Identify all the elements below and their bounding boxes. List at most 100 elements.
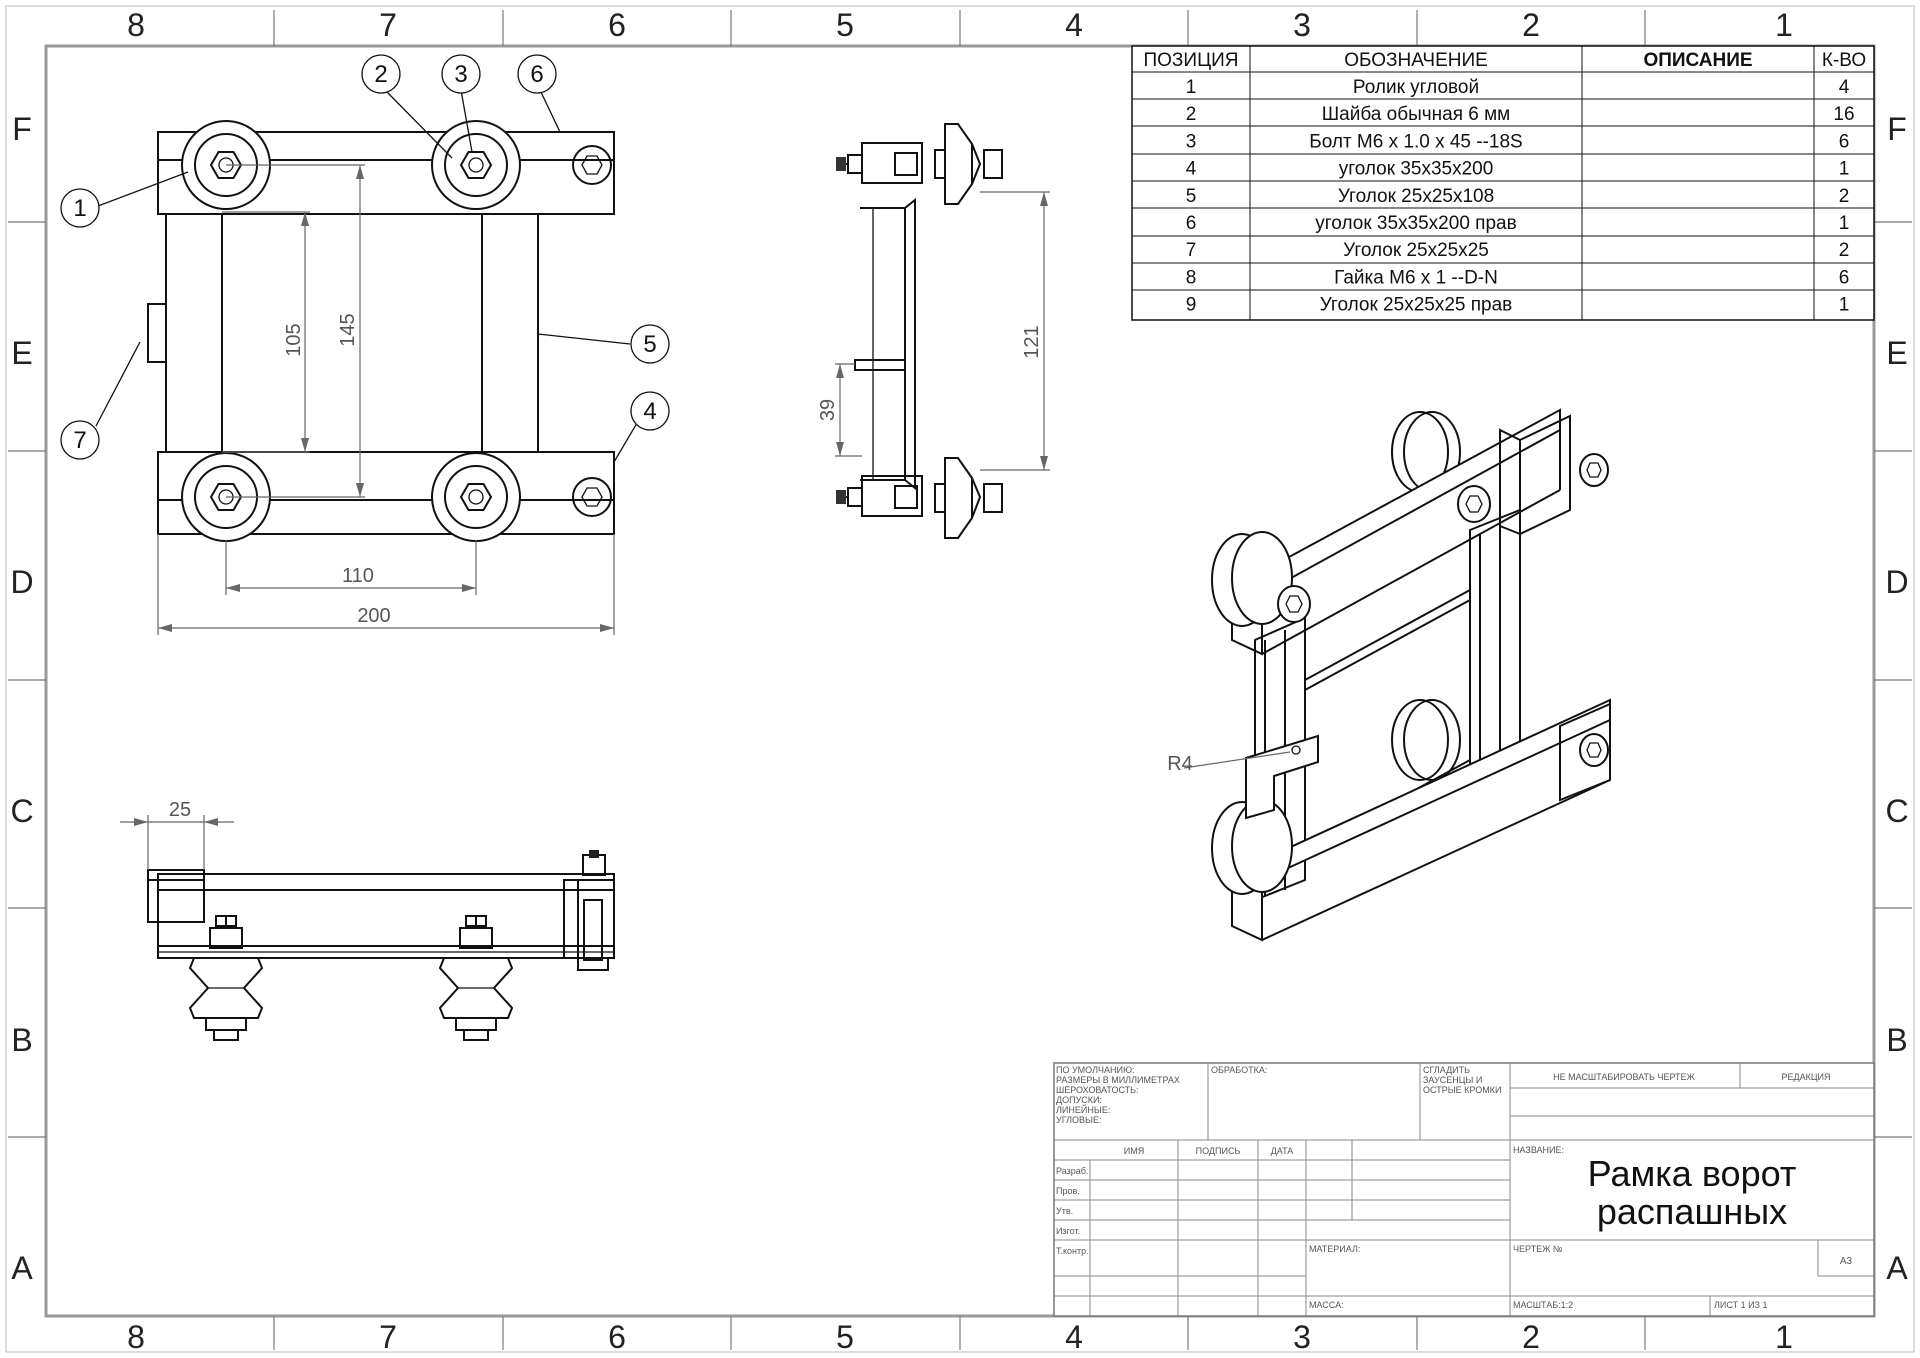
- svg-text:ШЕРОХОВАТОСТЬ:: ШЕРОХОВАТОСТЬ:: [1056, 1085, 1139, 1095]
- svg-text:4: 4: [643, 398, 656, 425]
- bom-header: ОПИСАНИЕ: [1643, 50, 1752, 71]
- iso-bolt: [1277, 585, 1311, 623]
- bolt: [572, 145, 612, 185]
- balloon-6: 6: [517, 54, 557, 94]
- zone-col-label: 4: [1065, 7, 1083, 43]
- bom-cell: 4: [1186, 159, 1197, 180]
- bom-cell: Шайба обычная 6 мм: [1322, 104, 1511, 125]
- svg-text:3: 3: [454, 61, 467, 88]
- bom-cell: 2: [1839, 240, 1850, 261]
- revision-label: РЕДАКЦИЯ: [1782, 1072, 1831, 1082]
- balloon-4: 4: [630, 391, 670, 431]
- bom-cell: 1: [1839, 295, 1850, 316]
- dim-r4: R4: [1167, 753, 1193, 775]
- zone-row-label: A: [1886, 1250, 1908, 1286]
- bom-cell: 6: [1186, 213, 1197, 234]
- zone-row-label: E: [1886, 335, 1907, 371]
- isometric-view: R4: [1167, 408, 1611, 942]
- col-header-date: ДАТА: [1271, 1146, 1294, 1156]
- top-view: 25: [120, 799, 615, 1041]
- bom-table: ПОЗИЦИЯ ОБОЗНАЧЕНИЕ ОПИСАНИЕ К-ВО 1 Ролик…: [1131, 45, 1875, 321]
- zone-col-label: 6: [608, 1319, 626, 1355]
- zone-labels-left: F E D C B A: [10, 111, 33, 1286]
- zone-col-label: 7: [379, 7, 397, 43]
- svg-text:ПО УМОЛЧАНИЮ:: ПО УМОЛЧАНИЮ:: [1056, 1065, 1135, 1075]
- zone-col-label: 5: [836, 1319, 854, 1355]
- bom-cell: 16: [1833, 104, 1854, 125]
- bom-header: ОБОЗНАЧЕНИЕ: [1344, 50, 1488, 71]
- side-view: 121 39: [817, 123, 1050, 539]
- svg-text:6: 6: [530, 61, 543, 88]
- no-scale-note: НЕ МАСШТАБИРОВАТЬ ЧЕРТЕЖ: [1553, 1072, 1695, 1082]
- iso-bolt: [1579, 453, 1609, 487]
- zone-col-label: 1: [1775, 7, 1793, 43]
- deburr-text: ЗАУСЕНЦЫ И: [1423, 1075, 1482, 1085]
- zone-col-label: 3: [1293, 7, 1311, 43]
- deburr-text: СГЛАДИТЬ: [1423, 1065, 1470, 1075]
- balloon-leaders: [95, 89, 641, 463]
- bom-cell: Гайка M6 x 1 --D-N: [1334, 267, 1498, 288]
- bom-cell: 8: [1186, 267, 1197, 288]
- title-block: ПО УМОЛЧАНИЮ: РАЗМЕРЫ В МИЛЛИМЕТРАХ ШЕРО…: [1053, 1062, 1875, 1317]
- bom-cell: 1: [1839, 213, 1850, 234]
- role-label: Утв.: [1056, 1206, 1073, 1216]
- processing-label: ОБРАБОТКА:: [1211, 1065, 1267, 1075]
- svg-text:7: 7: [73, 427, 86, 454]
- bom-cell: Болт M6 x 1.0 x 45 --18S: [1309, 131, 1522, 152]
- zone-ticks: [8, 10, 1912, 1350]
- zone-row-label: A: [11, 1250, 33, 1286]
- bom-cell: 2: [1839, 186, 1850, 207]
- dimension-arrows: [158, 165, 614, 632]
- svg-text:ДОПУСКИ:: ДОПУСКИ:: [1056, 1095, 1102, 1105]
- zone-row-label: B: [1886, 1022, 1907, 1058]
- role-label: Разраб.: [1056, 1166, 1088, 1176]
- scale-label: МАСШТАБ:1:2: [1513, 1300, 1573, 1310]
- dim-110: 110: [342, 565, 374, 587]
- tolerances-text: ПО УМОЛЧАНИЮ: РАЗМЕРЫ В МИЛЛИМЕТРАХ ШЕРО…: [1056, 1065, 1180, 1125]
- zone-labels-right: F E D C B A: [1885, 111, 1908, 1286]
- zone-col-label: 2: [1522, 1319, 1540, 1355]
- col-header-name: ИМЯ: [1124, 1146, 1144, 1156]
- zone-row-label: E: [11, 335, 32, 371]
- dim-200: 200: [357, 605, 390, 627]
- bom-cell: 2: [1186, 104, 1197, 125]
- svg-text:5: 5: [643, 331, 656, 358]
- svg-text:ЛИНЕЙНЫЕ:: ЛИНЕЙНЫЕ:: [1056, 1104, 1110, 1115]
- roller-side: [188, 915, 264, 1041]
- balloon-5: 5: [630, 324, 670, 364]
- roller: [431, 120, 521, 210]
- bom-cell: 4: [1839, 77, 1850, 98]
- bom-cell: Ролик угловой: [1353, 77, 1479, 98]
- bom-cell: 1: [1839, 159, 1850, 180]
- material-label: МАТЕРИАЛ:: [1309, 1244, 1360, 1254]
- bom-cell: уголок 35x35x200: [1339, 159, 1494, 180]
- bom-cell: 9: [1186, 295, 1197, 316]
- iso-bolt: [1457, 485, 1491, 523]
- bom-cell: 7: [1186, 240, 1197, 261]
- zone-row-label: C: [10, 793, 33, 829]
- bom-header: ПОЗИЦИЯ: [1144, 50, 1239, 71]
- role-label: Изгот.: [1056, 1226, 1080, 1236]
- drawing-title-line2: распашных: [1597, 1191, 1787, 1232]
- roller: [431, 452, 521, 542]
- sheet-label: ЛИСТ 1 ИЗ 1: [1714, 1300, 1768, 1310]
- bom-cell: уголок 35x35x200 прав: [1315, 213, 1516, 234]
- zone-row-label: D: [10, 564, 33, 600]
- sheet-size: A3: [1840, 1256, 1853, 1267]
- zone-row-label: B: [11, 1022, 32, 1058]
- outer-border: [5, 5, 1915, 1353]
- bom-cell: 3: [1186, 131, 1197, 152]
- drawing-number-label: ЧЕРТЕЖ №: [1513, 1244, 1563, 1254]
- drawing-title-line1: Рамка ворот: [1588, 1153, 1797, 1194]
- name-label: НАЗВАНИЕ:: [1513, 1145, 1564, 1155]
- bom-cell: Уголок 25x25x108: [1338, 186, 1494, 207]
- zone-row-label: F: [1887, 111, 1907, 147]
- dim-25: 25: [169, 799, 191, 821]
- zone-col-label: 1: [1775, 1319, 1793, 1355]
- svg-text:1: 1: [73, 195, 86, 222]
- front-view: 105 145 110 200 1 2 3 6: [60, 54, 670, 635]
- bom-header: К-ВО: [1822, 50, 1866, 71]
- zone-col-label: 3: [1293, 1319, 1311, 1355]
- bom-cell: 1: [1186, 77, 1197, 98]
